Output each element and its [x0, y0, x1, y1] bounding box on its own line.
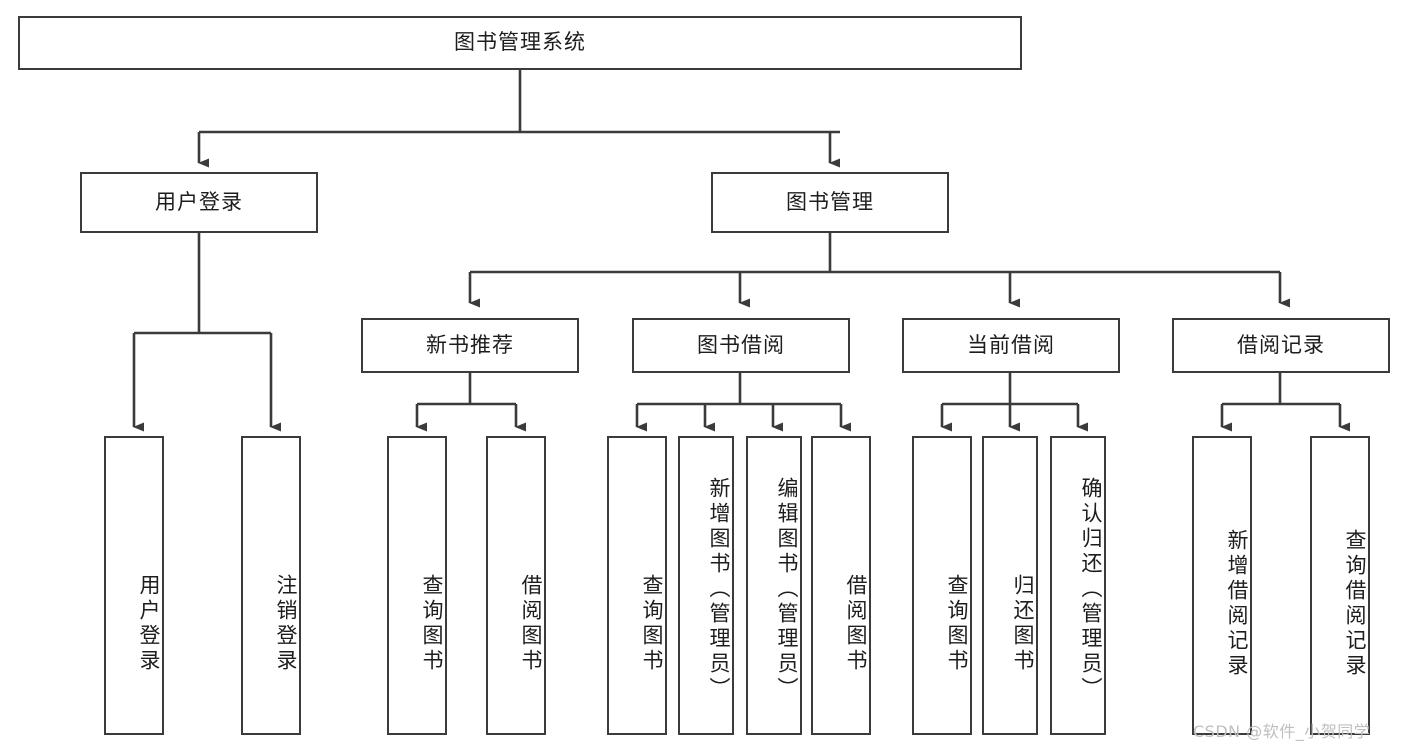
- leaf-query-book-1-label: 查询图书: [420, 573, 444, 674]
- leaf-borrow-book-2[interactable]: 借阅图书: [811, 436, 871, 735]
- leaf-return-book-label: 归还图书: [1011, 573, 1035, 674]
- leaf-edit-book[interactable]: 编辑图书（管理员）: [746, 436, 802, 735]
- leaf-logout-login[interactable]: 注销登录: [241, 436, 301, 735]
- leaf-return-book[interactable]: 归还图书: [982, 436, 1038, 735]
- node-user-login[interactable]: 用户登录: [80, 172, 318, 233]
- leaf-confirm-return[interactable]: 确认归还（管理员）: [1050, 436, 1106, 735]
- leaf-query-record-label: 查询借阅记录: [1343, 528, 1367, 679]
- leaf-logout-login-label: 注销登录: [274, 573, 298, 674]
- node-book-borrow[interactable]: 图书借阅: [632, 318, 850, 373]
- leaf-query-book-2[interactable]: 查询图书: [607, 436, 667, 735]
- leaf-user-login-label: 用户登录: [137, 573, 161, 674]
- node-current-borrow[interactable]: 当前借阅: [902, 318, 1120, 373]
- leaf-query-book-1[interactable]: 查询图书: [387, 436, 447, 735]
- leaf-query-book-3-label: 查询图书: [945, 573, 969, 674]
- leaf-user-login[interactable]: 用户登录: [104, 436, 164, 735]
- leaf-borrow-book-1[interactable]: 借阅图书: [486, 436, 546, 735]
- leaf-borrow-book-2-label: 借阅图书: [844, 573, 868, 674]
- node-book-management-label: 图书管理: [786, 189, 874, 214]
- node-new-book-recommend[interactable]: 新书推荐: [361, 318, 579, 373]
- node-current-borrow-label: 当前借阅: [967, 332, 1055, 357]
- node-root-label: 图书管理系统: [454, 30, 586, 55]
- node-book-borrow-label: 图书借阅: [697, 332, 785, 357]
- leaf-query-book-3[interactable]: 查询图书: [912, 436, 972, 735]
- node-book-management[interactable]: 图书管理: [711, 172, 949, 233]
- node-user-login-label: 用户登录: [155, 189, 243, 214]
- node-borrow-record[interactable]: 借阅记录: [1172, 318, 1390, 373]
- leaf-query-record[interactable]: 查询借阅记录: [1310, 436, 1370, 735]
- leaf-confirm-return-label: 确认归还（管理员）: [1079, 477, 1103, 702]
- leaf-add-book[interactable]: 新增图书（管理员）: [678, 436, 734, 735]
- watermark-credit: CSDN @软件_小贺同学: [1193, 722, 1371, 741]
- node-new-book-recommend-label: 新书推荐: [426, 332, 514, 357]
- node-borrow-record-label: 借阅记录: [1237, 332, 1325, 357]
- leaf-edit-book-label: 编辑图书（管理员）: [775, 477, 799, 702]
- leaf-add-record-label: 新增借阅记录: [1225, 528, 1249, 679]
- leaf-query-book-2-label: 查询图书: [640, 573, 664, 674]
- leaf-borrow-book-1-label: 借阅图书: [519, 573, 543, 674]
- leaf-add-book-label: 新增图书（管理员）: [707, 477, 731, 702]
- leaf-add-record[interactable]: 新增借阅记录: [1192, 436, 1252, 735]
- node-root[interactable]: 图书管理系统: [18, 16, 1022, 70]
